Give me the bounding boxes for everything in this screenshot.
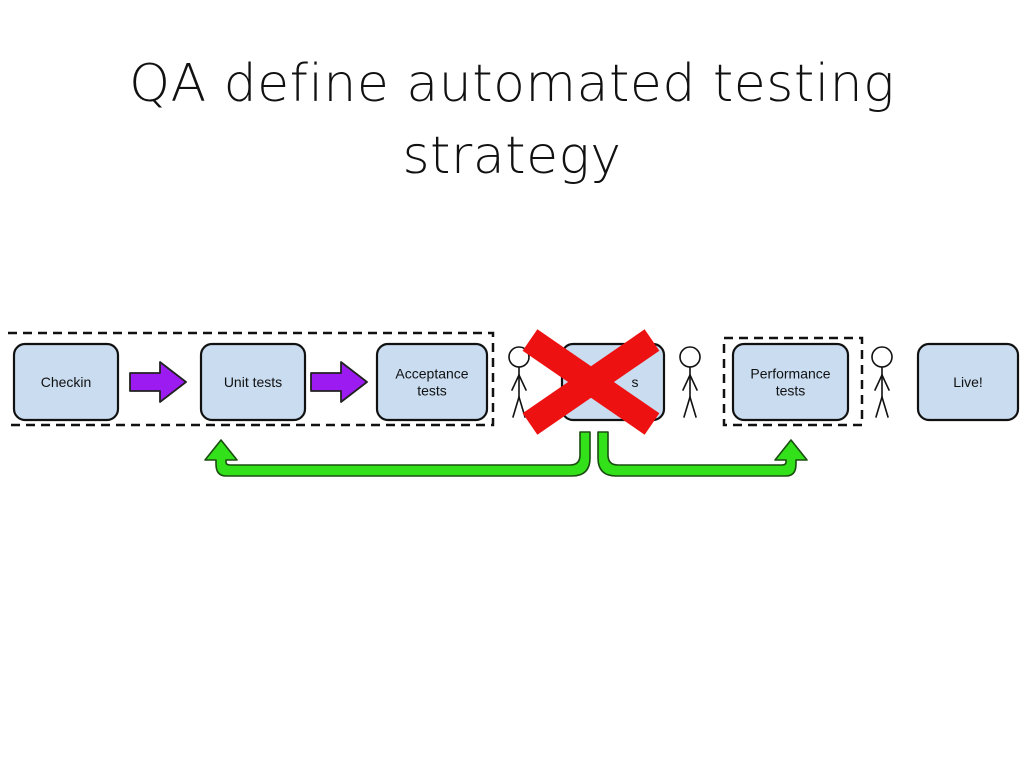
- stage-label: Live!: [953, 374, 983, 390]
- stage-label: Checkin: [41, 374, 92, 390]
- stage-box-shape: [12, 342, 120, 422]
- stage-box-shape: [916, 342, 1020, 422]
- feedback-arrows: [204, 431, 808, 477]
- stage-label: Unit tests: [224, 374, 282, 390]
- dashed-group-performance: [722, 336, 864, 427]
- stick-figures: [508, 346, 893, 418]
- stage-label: Acceptance: [395, 366, 468, 382]
- stage-box: Checkin: [12, 342, 120, 422]
- curved-arrow-icon: [597, 431, 808, 477]
- right-arrow-icon: [129, 361, 187, 403]
- stage-box: Unit tests: [199, 342, 307, 422]
- slide-title: QA define automated testing strategy: [0, 48, 1024, 192]
- stage-box-shape: [731, 342, 850, 422]
- stage-label: tests: [417, 383, 447, 399]
- dashed-group-automated: [8, 331, 495, 427]
- stick-figure-icon: [508, 346, 530, 418]
- stick-figure-icon: [871, 346, 893, 418]
- stage-box: Live!: [916, 342, 1020, 422]
- cross-overlay: [522, 329, 660, 435]
- stick-figure-icon: [679, 346, 701, 418]
- stage-label: Performance: [750, 366, 830, 382]
- cross-icon: [522, 329, 660, 435]
- curved-arrow-icon: [204, 431, 591, 477]
- right-arrow-icon: [310, 361, 368, 403]
- stage-arrows: [129, 361, 368, 403]
- stage-label: tests: [776, 383, 806, 399]
- slide-title-line-1: QA define automated testing: [129, 54, 895, 114]
- stage-box-shape: [375, 342, 489, 422]
- stage-label: s: [632, 374, 639, 390]
- slide-title-line-2: strategy: [402, 126, 622, 186]
- stage-box-shape: [199, 342, 307, 422]
